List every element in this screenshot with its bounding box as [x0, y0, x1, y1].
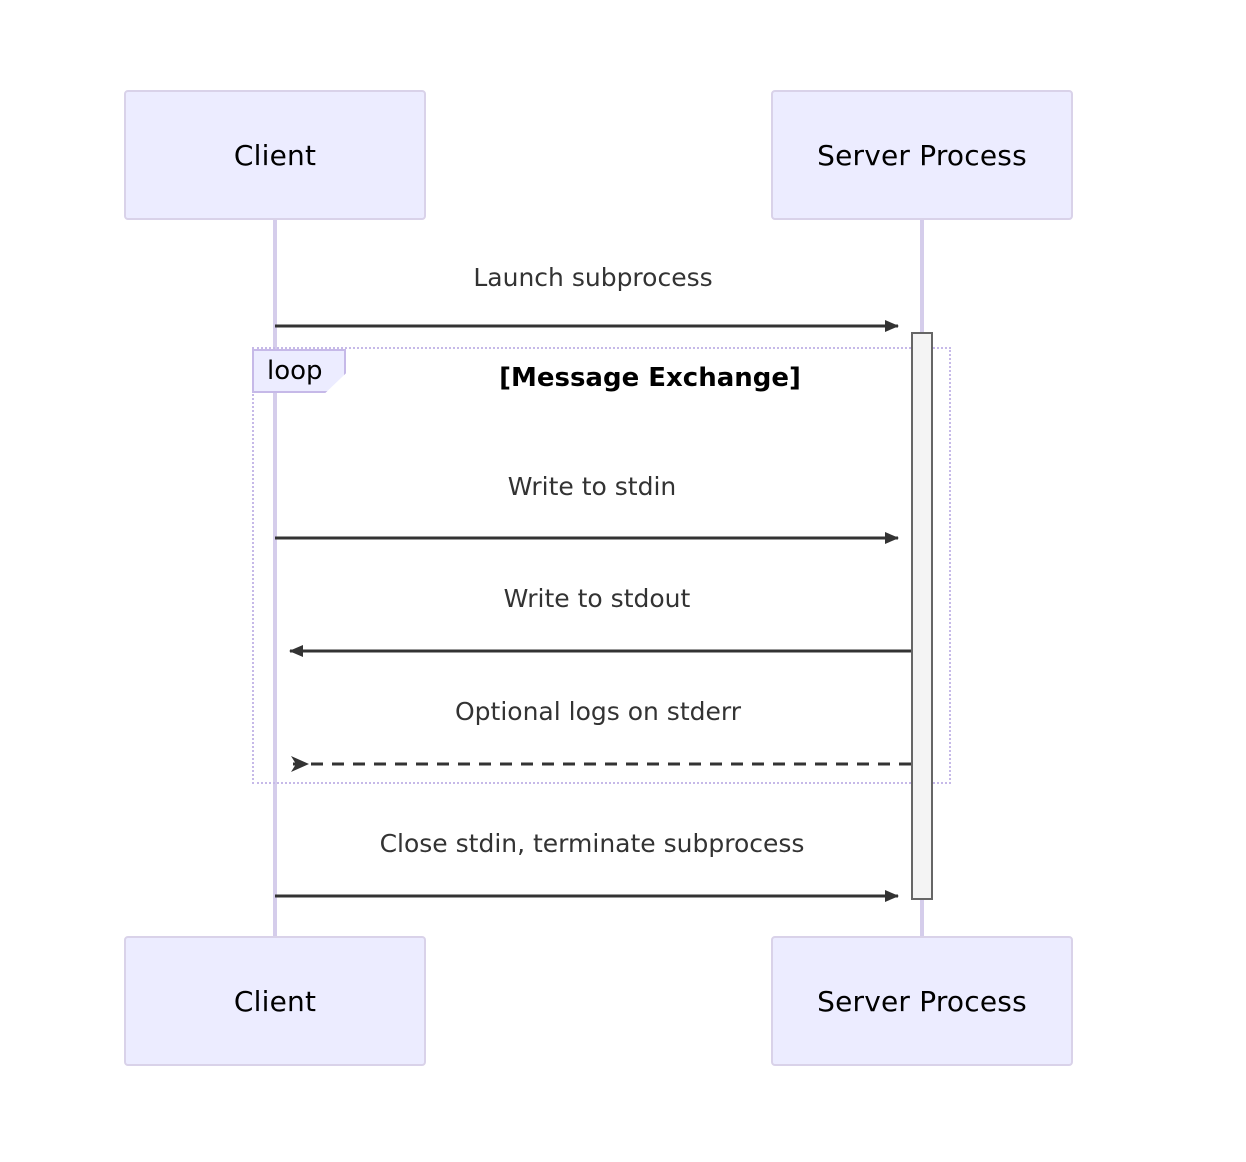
loop-fragment-tag-label: loop	[267, 356, 323, 386]
message-label-optional-logs-on-stderr: Optional logs on stderr	[454, 697, 742, 726]
actor-label-server-top: Server Process	[817, 138, 1027, 172]
message-label-write-to-stdin: Write to stdin	[507, 472, 677, 501]
message-label-launch-subprocess: Launch subprocess	[473, 263, 713, 292]
actor-box-server-bottom[interactable]: Server Process	[771, 936, 1073, 1066]
actor-label-client-top: Client	[233, 138, 317, 172]
message-label-close-stdin-terminate-subprocess: Close stdin, terminate subprocess	[379, 829, 805, 858]
actor-box-server-top[interactable]: Server Process	[771, 90, 1073, 220]
lifeline-client	[273, 220, 277, 937]
loop-fragment-tag: loop	[252, 349, 346, 393]
message-label-write-to-stdout: Write to stdout	[503, 584, 691, 613]
loop-fragment-box	[252, 347, 951, 784]
actor-box-client-bottom[interactable]: Client	[124, 936, 426, 1066]
loop-condition-label: [Message Exchange]	[499, 363, 801, 393]
activation-bar-server	[911, 332, 933, 900]
actor-label-server-bottom: Server Process	[817, 984, 1027, 1018]
actor-label-client-bottom: Client	[233, 984, 317, 1018]
actor-box-client-top[interactable]: Client	[124, 90, 426, 220]
